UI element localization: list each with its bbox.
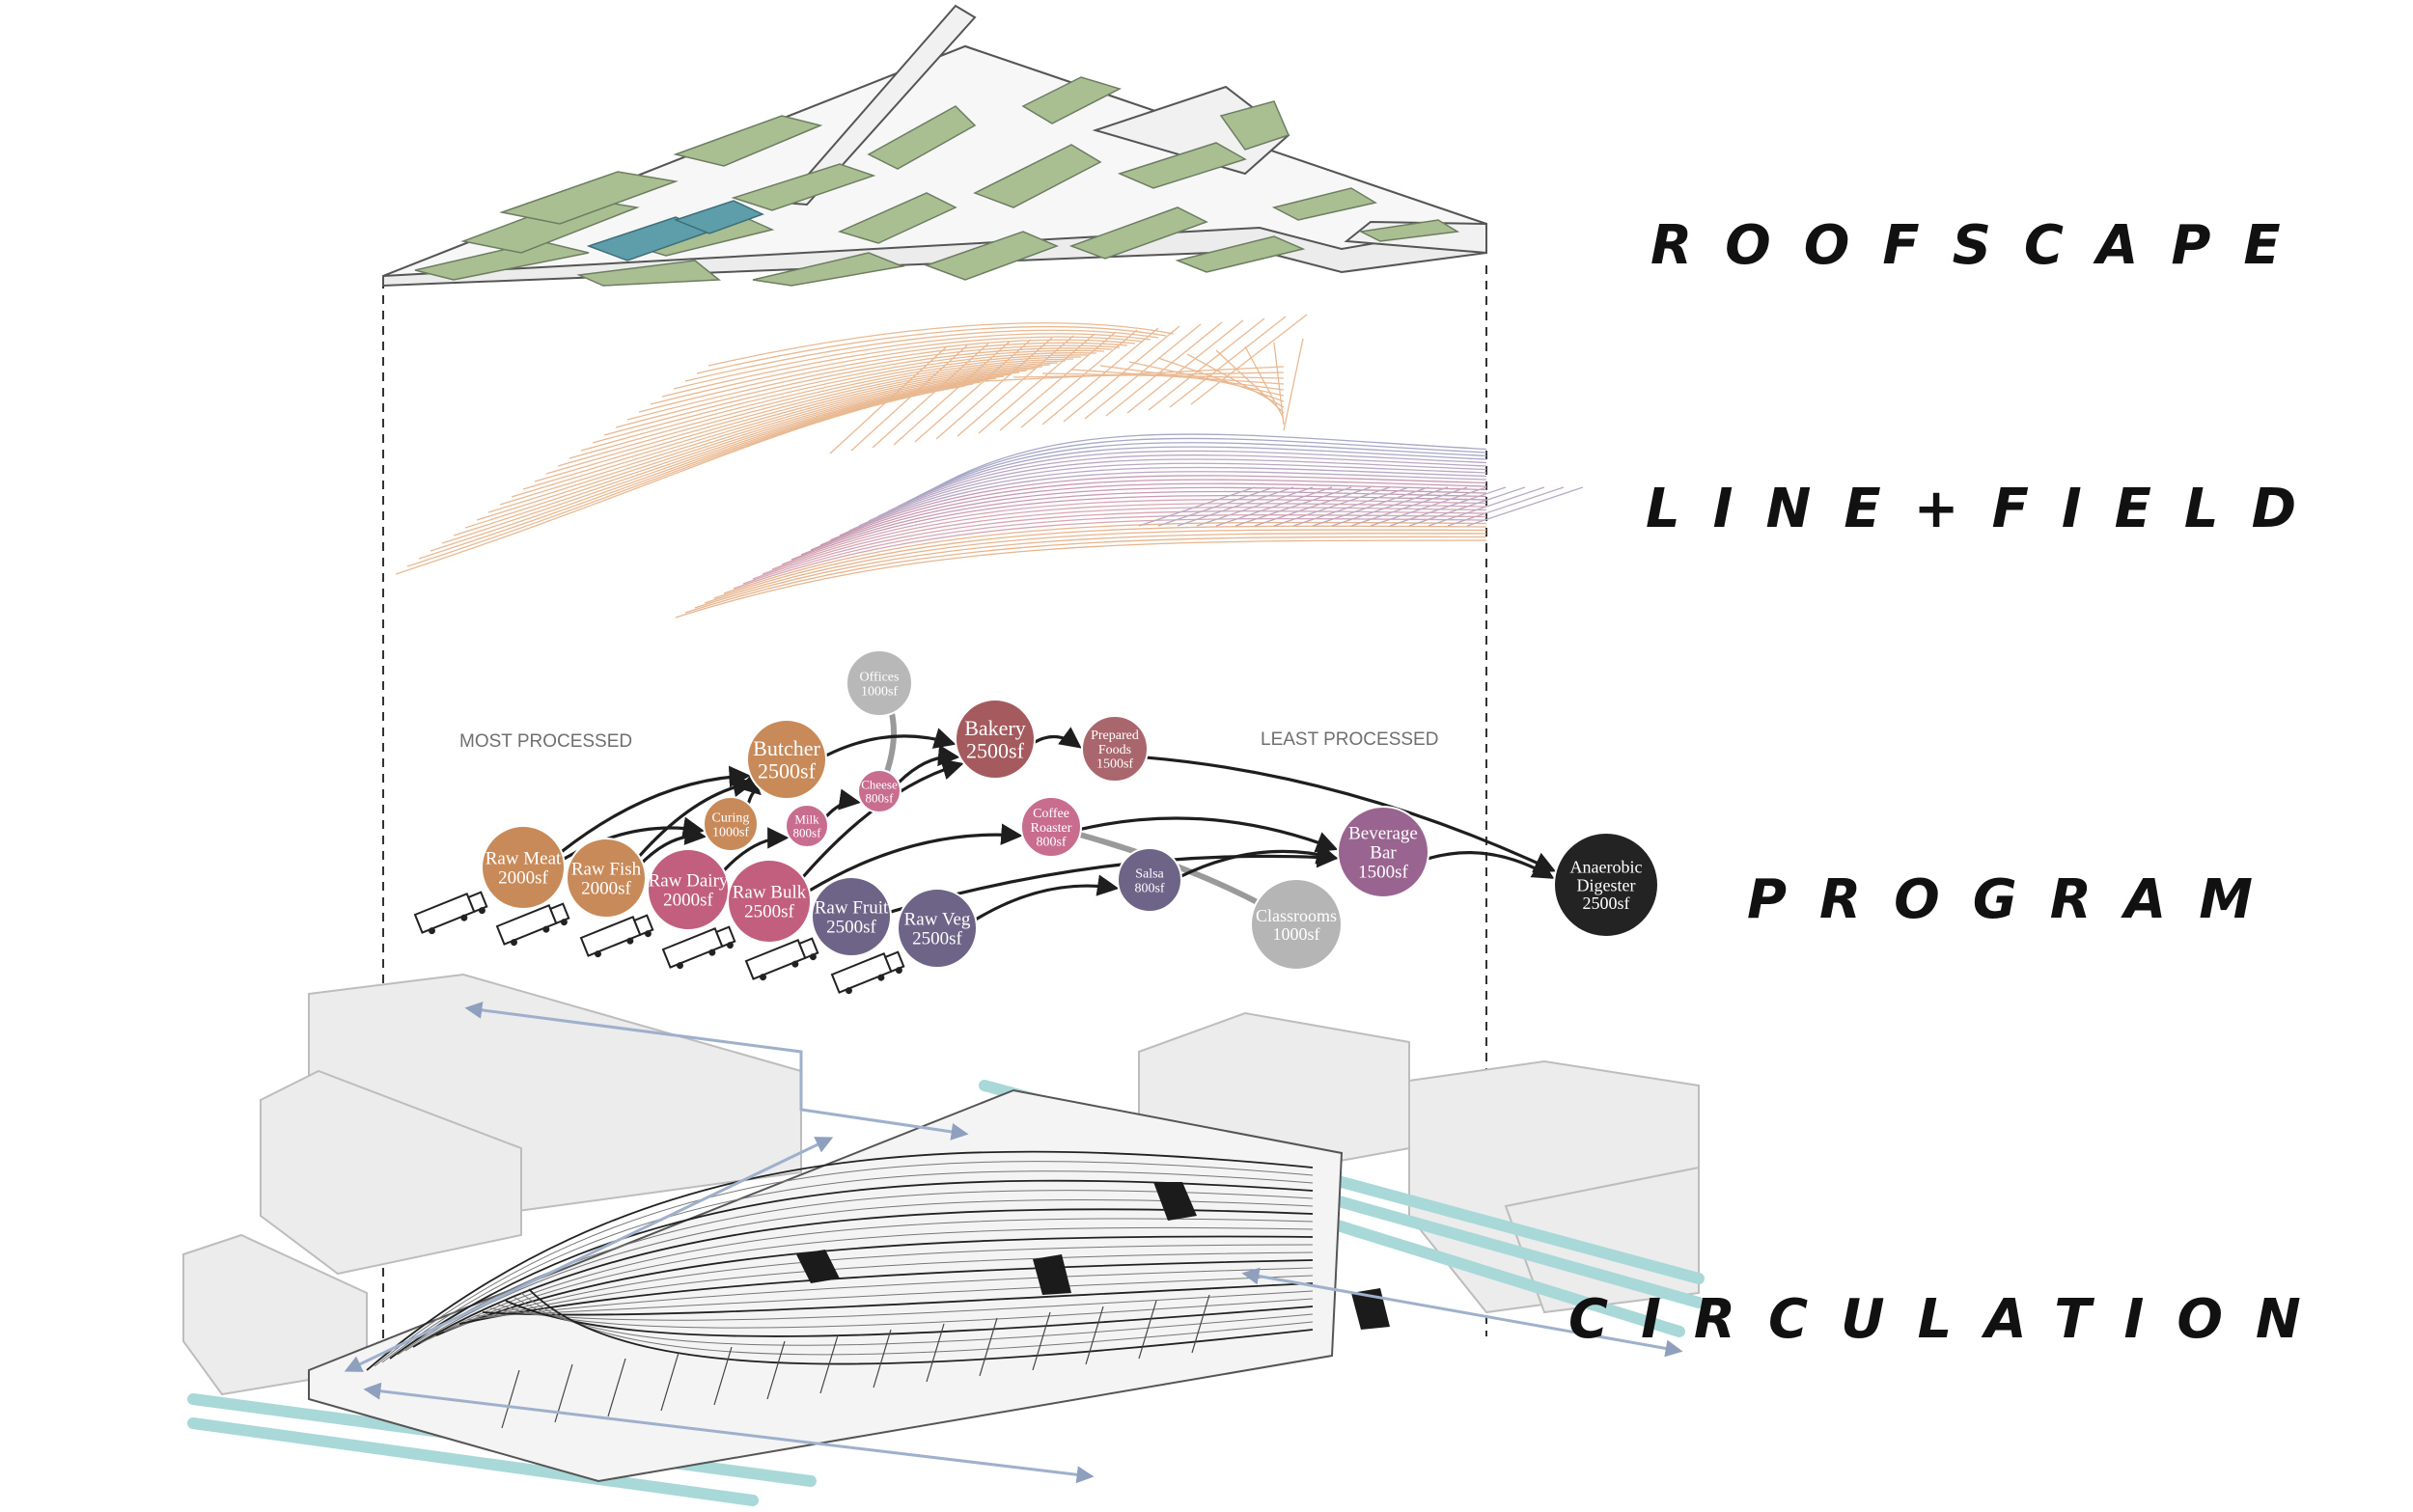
program-flow-arrow xyxy=(737,772,762,805)
program-flow-arrow xyxy=(1180,842,1339,878)
program-node-name: Bakery xyxy=(964,716,1026,740)
program-flow-arrow xyxy=(824,788,861,818)
truck-icon xyxy=(579,914,654,958)
program-node-area: 2500sf xyxy=(826,918,876,938)
program-flow-arrow xyxy=(641,823,707,864)
program-node-name: Bar xyxy=(1370,843,1397,864)
program-flow-arrow xyxy=(638,776,755,858)
program-node-name: Digester xyxy=(1577,875,1636,894)
program-node-area: 1500sf xyxy=(1096,757,1133,772)
program-node-area: 800sf xyxy=(1036,836,1066,850)
program-node-area: 2000sf xyxy=(498,868,548,889)
program-node-name: Raw Fruit xyxy=(815,898,889,919)
program-node-name: Raw Fish xyxy=(571,860,642,880)
program-node-area: 2500sf xyxy=(758,758,817,783)
program-node-area: 800sf xyxy=(793,825,822,839)
program-node-area: 2000sf xyxy=(663,891,713,911)
axis-label-most-processed: MOST PROCESSED xyxy=(459,731,633,752)
program-flow-arrow xyxy=(1146,756,1557,873)
program-node-area: 2500sf xyxy=(912,929,962,949)
program-node-name: Milk xyxy=(794,812,819,827)
program-flow-arrow xyxy=(808,823,1023,893)
roof-planting-beds xyxy=(414,76,1460,287)
program-node-area: 1000sf xyxy=(1273,924,1320,944)
program-node-area: 800sf xyxy=(1134,881,1164,895)
program-node-name: Butcher xyxy=(753,736,820,760)
layer-label-line-field: LINE+FIELD xyxy=(1646,478,2330,540)
truck-icon xyxy=(830,950,905,995)
program-node-area: 1500sf xyxy=(1358,863,1408,883)
program-node-name: Salsa xyxy=(1135,867,1164,882)
program-node-name: Coffee xyxy=(1033,807,1069,821)
program-node-name: Cheese xyxy=(861,778,898,792)
program-flow-arrow xyxy=(825,728,957,757)
program-node-area: 2000sf xyxy=(581,879,631,899)
program-node-area: 1000sf xyxy=(712,825,749,839)
program-node-name: Roaster xyxy=(1031,821,1072,836)
program-node-name: Prepared xyxy=(1091,729,1139,743)
program-flow-arrow xyxy=(560,765,751,853)
program-nodes: Offices1000sfButcher2500sfBakery2500sfPr… xyxy=(481,649,1659,971)
program-node-name: Raw Meat xyxy=(485,849,562,869)
program-flow-arrow xyxy=(897,744,960,784)
program-flow-arrow xyxy=(1428,851,1555,879)
program-flow-arrow xyxy=(975,874,1120,921)
program-flow-arrow xyxy=(1034,727,1082,749)
program-flow-links xyxy=(560,681,1557,927)
program-node-name: Raw Veg xyxy=(904,910,971,930)
program-node-area: 2500sf xyxy=(744,902,794,922)
program-flow-arrow xyxy=(722,827,790,872)
roofscape-model xyxy=(382,4,1487,288)
line-field-pattern xyxy=(395,314,1584,619)
layer-label-roofscape: ROOFSCAPE xyxy=(1650,214,2314,277)
delivery-trucks xyxy=(413,891,905,995)
program-node-area: 2500sf xyxy=(1583,893,1630,913)
program-node-name: Foods xyxy=(1098,743,1131,757)
layer-label-program: PROGRAM xyxy=(1747,868,2286,931)
truck-icon xyxy=(661,925,736,970)
program-node-name: Beverage xyxy=(1348,824,1418,844)
truck-icon xyxy=(413,891,488,935)
program-flow-arrow xyxy=(1080,816,1339,853)
vehicle-routes xyxy=(344,1001,1683,1484)
truck-icon xyxy=(744,937,819,981)
program-node-name: Classrooms xyxy=(1256,906,1337,925)
circulation-site-model xyxy=(182,973,1705,1506)
truck-icon xyxy=(495,902,570,947)
program-node-name: Raw Bulk xyxy=(733,883,807,903)
program-node-area: 800sf xyxy=(866,790,895,805)
program-node-name: Offices xyxy=(860,671,900,685)
program-node-area: 1000sf xyxy=(861,684,898,699)
program-node-name: Anaerobic xyxy=(1570,857,1643,876)
program-node-name: Curing xyxy=(712,811,750,826)
axis-label-least-processed: LEAST PROCESSED xyxy=(1261,729,1439,750)
program-node-area: 2500sf xyxy=(966,738,1025,762)
program-node-name: Raw Dairy xyxy=(649,871,729,892)
layer-label-circulation: CIRCULATION xyxy=(1568,1288,2334,1351)
